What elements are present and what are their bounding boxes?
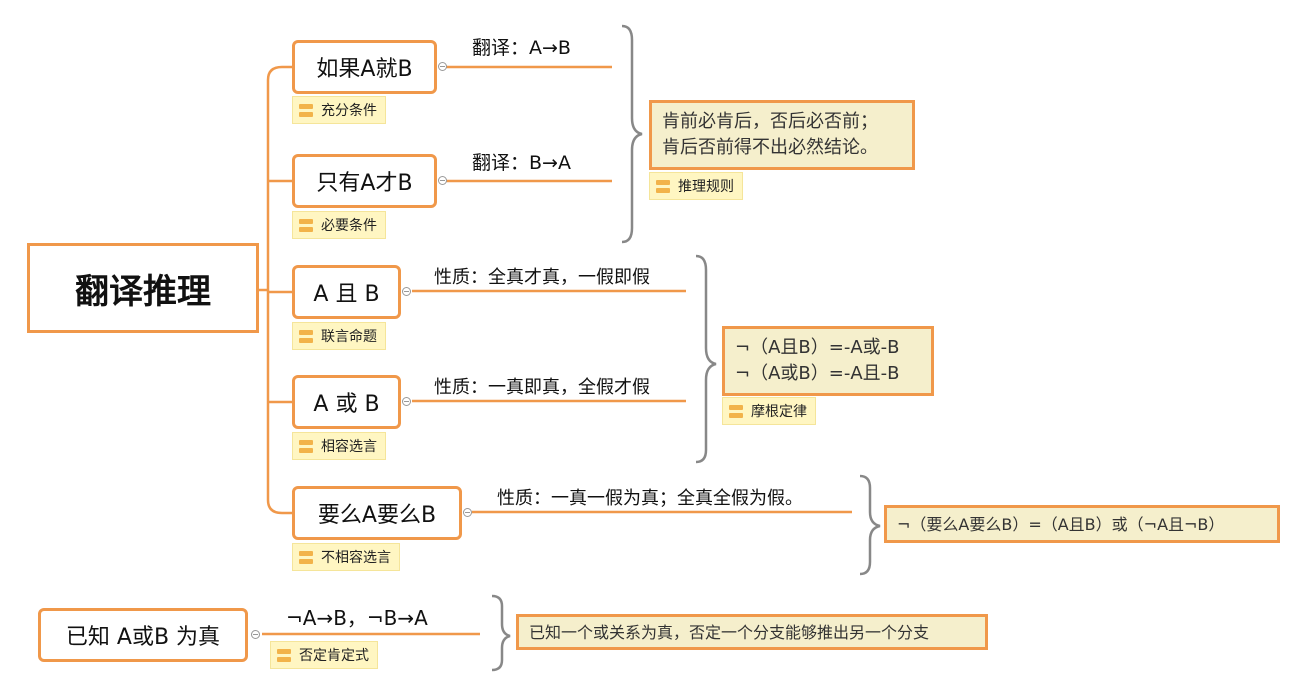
note-either-negation[interactable]: ¬（要么A要么B）=（A且B）或（¬A且¬B） xyxy=(884,505,1280,543)
tag-label: 相容选言 xyxy=(321,439,377,455)
branch-node-and[interactable]: A 且 B xyxy=(292,265,401,319)
tag-conjunction: 联言命题 xyxy=(292,322,386,350)
branch-node-label: A 且 B xyxy=(313,282,380,307)
note-line: 肯后否前得不出必然结论。 xyxy=(662,137,878,158)
note-inference-rules[interactable]: 肯前必肯后，否后必否前； 肯后否前得不出必然结论。 xyxy=(649,100,915,170)
note-tag-icon xyxy=(277,648,291,662)
tag-inference-rules: 推理规则 xyxy=(649,172,743,200)
collapse-toggle-icon[interactable] xyxy=(463,508,472,517)
tag-sufficient: 充分条件 xyxy=(292,96,386,124)
tag-inclusive-or: 相容选言 xyxy=(292,432,386,460)
note-tag-icon xyxy=(729,404,743,418)
note-line: ¬（A且B）=-A或-B xyxy=(735,337,900,358)
root-title: 翻译推理 xyxy=(75,271,211,312)
note-line: ¬（A或B）=-A且-B xyxy=(735,363,900,384)
note-tag-icon xyxy=(299,103,313,117)
tag-label: 必要条件 xyxy=(321,218,377,234)
tag-necessary: 必要条件 xyxy=(292,211,386,239)
tag-label: 充分条件 xyxy=(321,103,377,119)
collapse-toggle-icon[interactable] xyxy=(402,397,411,406)
known-node-label: 已知 A或B 为真 xyxy=(65,625,221,650)
note-line: ¬（要么A要么B）=（A且B）或（¬A且¬B） xyxy=(897,515,1225,534)
note-tag-icon xyxy=(656,179,670,193)
note-tag-icon xyxy=(299,329,313,343)
note-de-morgan[interactable]: ¬（A且B）=-A或-B ¬（A或B）=-A且-B xyxy=(722,326,934,396)
branch-label-either: 性质：一真一假为真；全真全假为假。 xyxy=(497,488,803,509)
branch-node-label: 只有A才B xyxy=(316,171,413,196)
tag-label: 否定肯定式 xyxy=(299,648,369,664)
branch-label-or: 性质：一真即真，全假才假 xyxy=(434,377,650,398)
branch-label-and: 性质：全真才真，一假即假 xyxy=(434,267,650,288)
note-known-explanation[interactable]: 已知一个或关系为真，否定一个分支能够推出另一个分支 xyxy=(516,614,988,650)
note-tag-icon xyxy=(299,218,313,232)
branch-label-necessary: 翻译：B→A xyxy=(472,152,571,174)
note-line: 已知一个或关系为真，否定一个分支能够推出另一个分支 xyxy=(529,623,930,642)
tag-exclusive-or: 不相容选言 xyxy=(292,543,400,571)
branch-node-necessary[interactable]: 只有A才B xyxy=(292,154,437,208)
note-line: 肯前必肯后，否后必否前； xyxy=(662,111,878,132)
tag-label: 联言命题 xyxy=(321,329,377,345)
branch-node-sufficient[interactable]: 如果A就B xyxy=(292,40,437,94)
collapse-toggle-icon[interactable] xyxy=(438,62,447,71)
branch-node-either[interactable]: 要么A要么B xyxy=(292,486,462,540)
known-label: ¬A→B，¬B→A xyxy=(286,606,428,630)
tag-label: 不相容选言 xyxy=(321,550,391,566)
root-node[interactable]: 翻译推理 xyxy=(27,243,259,333)
collapse-toggle-icon[interactable] xyxy=(402,287,411,296)
branch-node-or[interactable]: A 或 B xyxy=(292,375,401,429)
note-tag-icon xyxy=(299,439,313,453)
branch-node-label: 如果A就B xyxy=(316,57,413,82)
known-node[interactable]: 已知 A或B 为真 xyxy=(38,608,248,662)
branch-label-sufficient: 翻译：A→B xyxy=(472,37,571,59)
tag-label: 推理规则 xyxy=(678,179,734,195)
branch-node-label: 要么A要么B xyxy=(317,503,437,528)
note-tag-icon xyxy=(299,550,313,564)
tag-denying-affirming: 否定肯定式 xyxy=(270,641,378,669)
tag-de-morgan: 摩根定律 xyxy=(722,397,816,425)
branch-node-label: A 或 B xyxy=(313,392,380,417)
collapse-toggle-icon[interactable] xyxy=(251,630,260,639)
collapse-toggle-icon[interactable] xyxy=(438,176,447,185)
tag-label: 摩根定律 xyxy=(751,404,807,420)
